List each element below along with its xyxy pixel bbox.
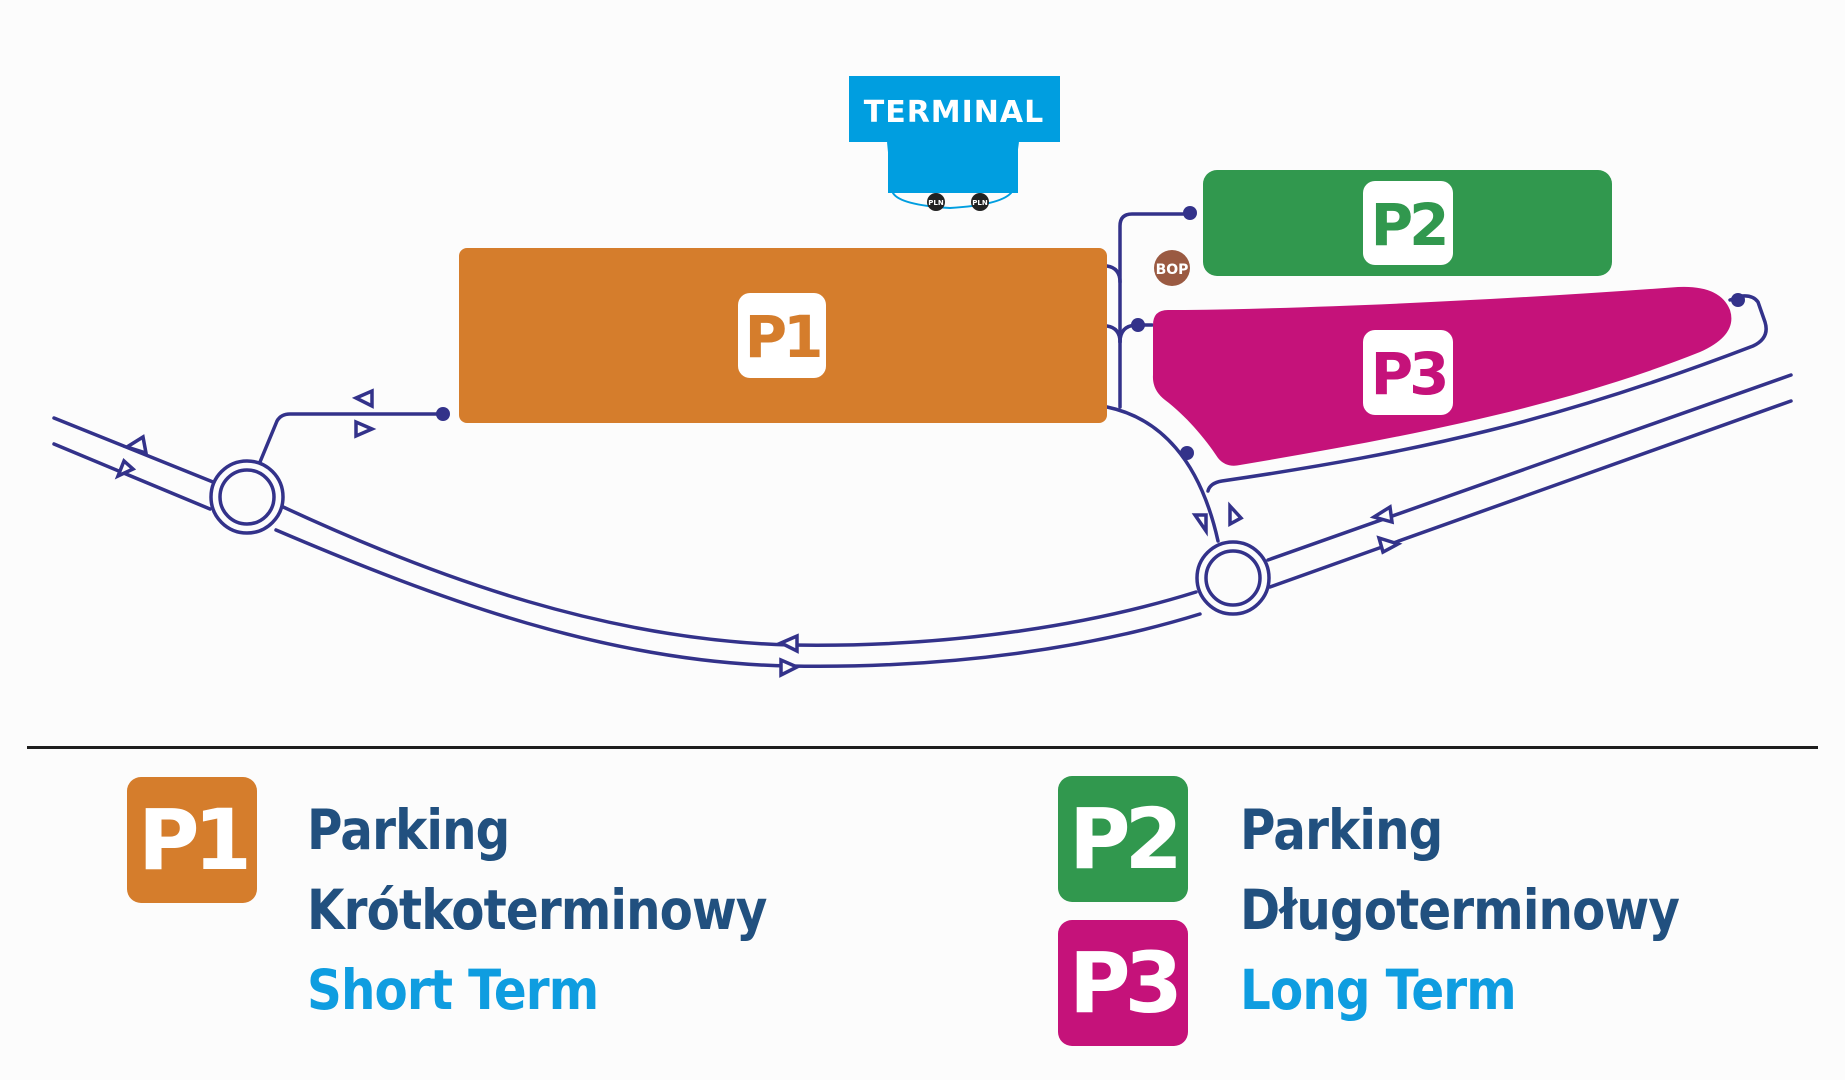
roundabout-west: [209, 459, 285, 535]
legend-long-term-line3: Long Term: [1240, 958, 1517, 1022]
p3-exit-dot: [1731, 293, 1745, 307]
pln-marker: [971, 193, 989, 211]
parking-lot-p3[interactable]: P3: [1152, 286, 1732, 466]
pln-marker-label: PLN: [928, 199, 944, 207]
arrow-west-out: [114, 458, 137, 480]
bop-marker[interactable]: BOP: [1154, 250, 1190, 286]
legend-short-term-line2: Krótkoterminowy: [307, 878, 767, 942]
vertical-connector: [1118, 212, 1192, 409]
pln-marker: [927, 193, 945, 211]
p2-entry-dot: [1183, 206, 1197, 220]
p3-lot-label: P3: [1371, 340, 1446, 408]
arrow-p1-left: [351, 388, 374, 409]
bop-label: BOP: [1156, 262, 1189, 278]
legend-long-term-line2: Długoterminowy: [1240, 878, 1680, 942]
arrow-west-in: [122, 434, 149, 456]
pln-marker-label: PLN: [972, 199, 988, 207]
arrow-curve-right: [779, 657, 802, 678]
east-road-dot: [1180, 446, 1194, 460]
legend-short-term-line1: Parking: [307, 798, 510, 862]
legend-badge-p1: P1: [127, 777, 257, 903]
roundabout-east: [1195, 540, 1271, 616]
arrow-north-up: [1228, 501, 1244, 527]
p1-lot-label: P1: [745, 303, 821, 371]
parking-lot-p1[interactable]: P1: [459, 248, 1107, 423]
airport-parking-map: TERMINAL PLN PLN P1 P2 BOP P3: [52, 76, 1793, 678]
p1-access-road: [258, 412, 444, 464]
legend-long-term-line1: Parking: [1240, 798, 1443, 862]
arrow-p1-right: [354, 419, 377, 439]
east-access-road: [1105, 405, 1220, 543]
legend-badge-p2: P2: [1058, 776, 1188, 902]
main-road: [52, 373, 1793, 668]
arrow-east-out: [1376, 535, 1403, 555]
arrow-curve-left: [776, 633, 799, 654]
legend-long-term: Parking Długoterminowy Long Term: [1240, 790, 1680, 1030]
terminal-building[interactable]: TERMINAL PLN PLN: [849, 76, 1060, 211]
arrow-north-down: [1191, 513, 1208, 537]
p3-entry-dot: [1131, 318, 1145, 332]
p3-service-road: [1206, 294, 1768, 493]
legend-divider: [27, 746, 1818, 749]
p2-lot-label: P2: [1371, 191, 1446, 259]
direction-arrows: [114, 388, 1403, 678]
legend-short-term: Parking Krótkoterminowy Short Term: [307, 790, 767, 1030]
terminal-label: TERMINAL: [864, 95, 1045, 130]
parking-lot-p2[interactable]: P2: [1203, 170, 1612, 276]
legend-badge-p3: P3: [1058, 920, 1188, 1046]
legend-short-term-line3: Short Term: [307, 958, 599, 1022]
arrow-east-in: [1369, 504, 1395, 525]
p1-entry-dot: [436, 407, 450, 421]
